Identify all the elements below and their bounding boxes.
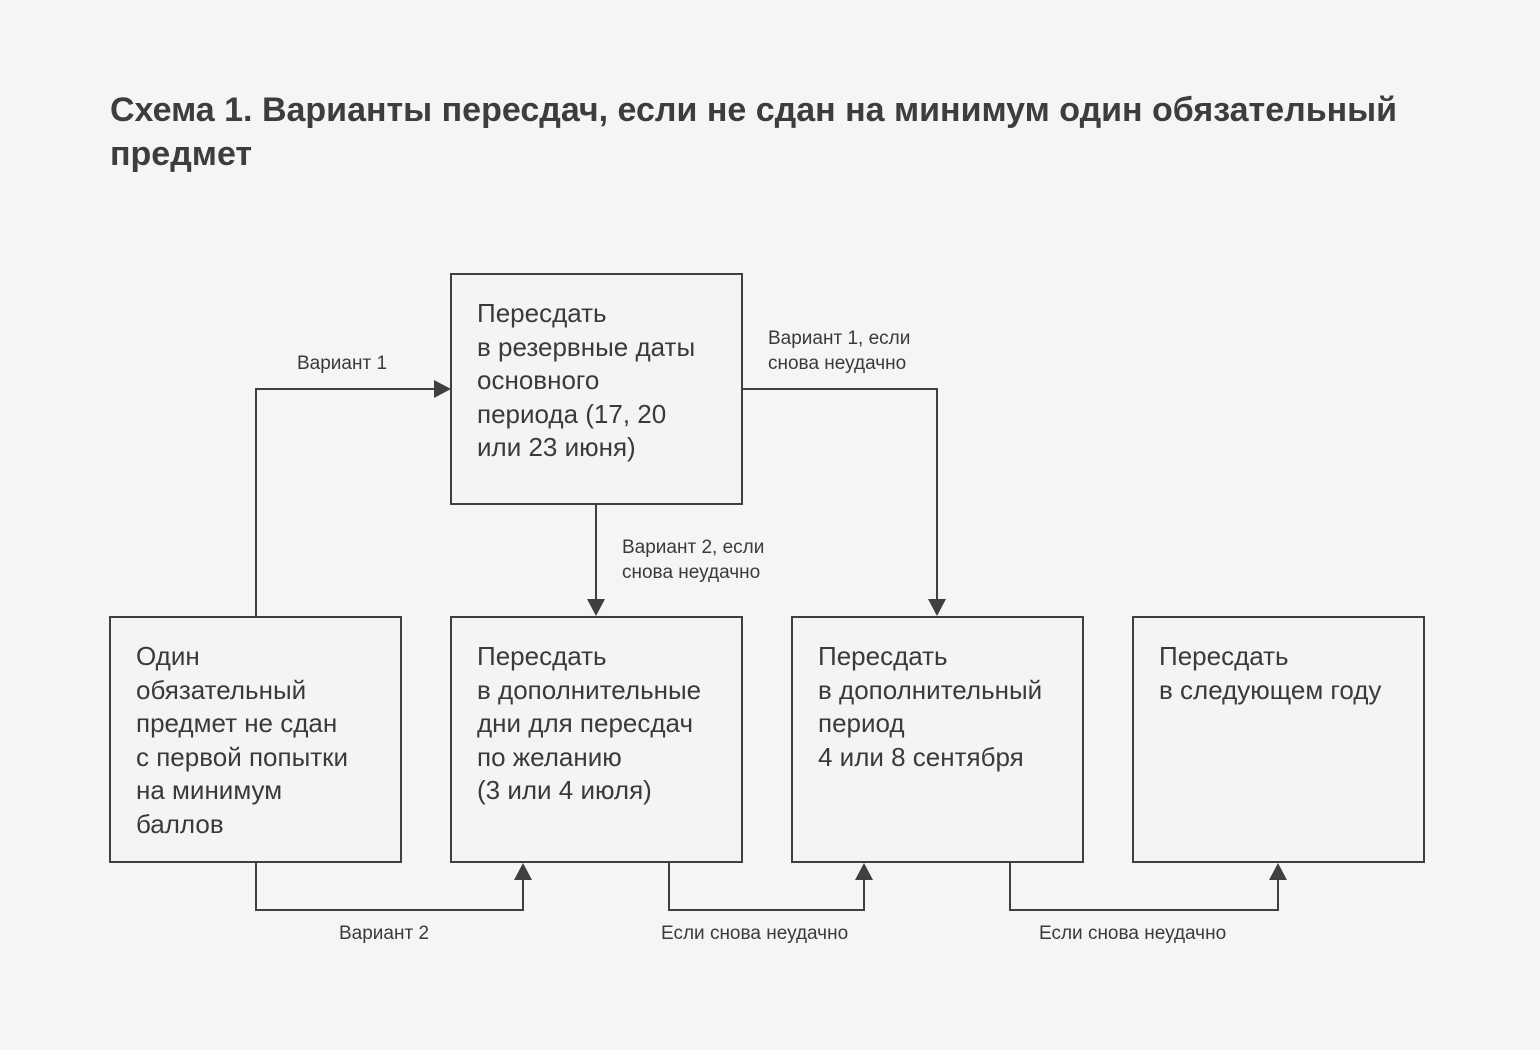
- box-text: Пересдать: [477, 298, 607, 328]
- label-line: Вариант 1, если: [768, 328, 911, 349]
- box-next-year: Пересдать в следующем году: [1132, 616, 1425, 863]
- label-variant-2-again: Вариант 2, если снова неудачно: [622, 535, 764, 585]
- box-text: основного: [477, 365, 600, 396]
- label-variant-1: Вариант 1: [297, 353, 388, 374]
- box-not-passed: Один обязательный предмет не сдан с перв…: [109, 616, 402, 863]
- box-text: 4 или 8 сентября: [818, 741, 1024, 772]
- box-text: Пересдать: [818, 641, 948, 671]
- arrow-extra-days-to-extra-period: [668, 862, 865, 911]
- box-text: (3 или 4 июля): [477, 775, 652, 806]
- arrow-reserve-to-extra-period: [742, 388, 938, 600]
- arrowhead-reserve: [434, 380, 451, 398]
- arrowhead-extra-days-top: [587, 599, 605, 616]
- box-text: предмет не сдан: [136, 708, 338, 739]
- label-line: снова неудачно: [622, 562, 761, 583]
- label-line: снова неудачно: [768, 353, 907, 374]
- arrow-not-passed-to-extra-days: [255, 862, 524, 911]
- box-text: Пересдать: [1159, 641, 1289, 671]
- label-again-2: Если снова неудачно: [1039, 923, 1227, 944]
- arrow-extra-period-to-next-year: [1009, 862, 1279, 911]
- label-again-1: Если снова неудачно: [661, 923, 849, 944]
- box-text: в следующем году: [1159, 674, 1382, 705]
- box-text: период: [818, 708, 905, 739]
- box-text: или 23 июня): [477, 432, 636, 463]
- box-text: в дополнительный: [818, 674, 1043, 705]
- box-text: в дополнительные: [477, 674, 702, 705]
- label-line: Вариант 2, если: [622, 537, 765, 558]
- arrowhead-extra-days-bottom: [514, 863, 532, 880]
- diagram-title: Схема 1. Варианты пересдач, если не сдан…: [110, 91, 1398, 173]
- box-text: с первой попытки: [136, 741, 349, 772]
- box-text: периода (17, 20: [477, 398, 667, 429]
- box-text: Пересдать: [477, 641, 607, 671]
- arrowhead-extra-period-top: [928, 599, 946, 616]
- arrowhead-extra-period-bottom: [855, 863, 873, 880]
- box-extra-period: Пересдать в дополнительный период 4 или …: [791, 616, 1084, 863]
- box-text: баллов: [136, 808, 224, 839]
- box-text: обязательный: [136, 674, 307, 705]
- label-variant-1-again: Вариант 1, если снова неудачно: [768, 326, 910, 376]
- box-text: в резервные даты: [477, 331, 696, 362]
- box-reserve-dates: Пересдать в резервные даты основного пер…: [450, 273, 743, 505]
- box-text: по желанию: [477, 741, 622, 772]
- box-extra-days: Пересдать в дополнительные дни для перес…: [450, 616, 743, 863]
- box-text: Один: [136, 641, 200, 671]
- label-variant-2: Вариант 2: [339, 923, 430, 944]
- arrow-not-passed-to-reserve: [255, 388, 435, 617]
- box-text: дни для пересдач: [477, 708, 693, 739]
- arrowhead-next-year: [1269, 863, 1287, 880]
- box-text: на минимум: [136, 775, 283, 806]
